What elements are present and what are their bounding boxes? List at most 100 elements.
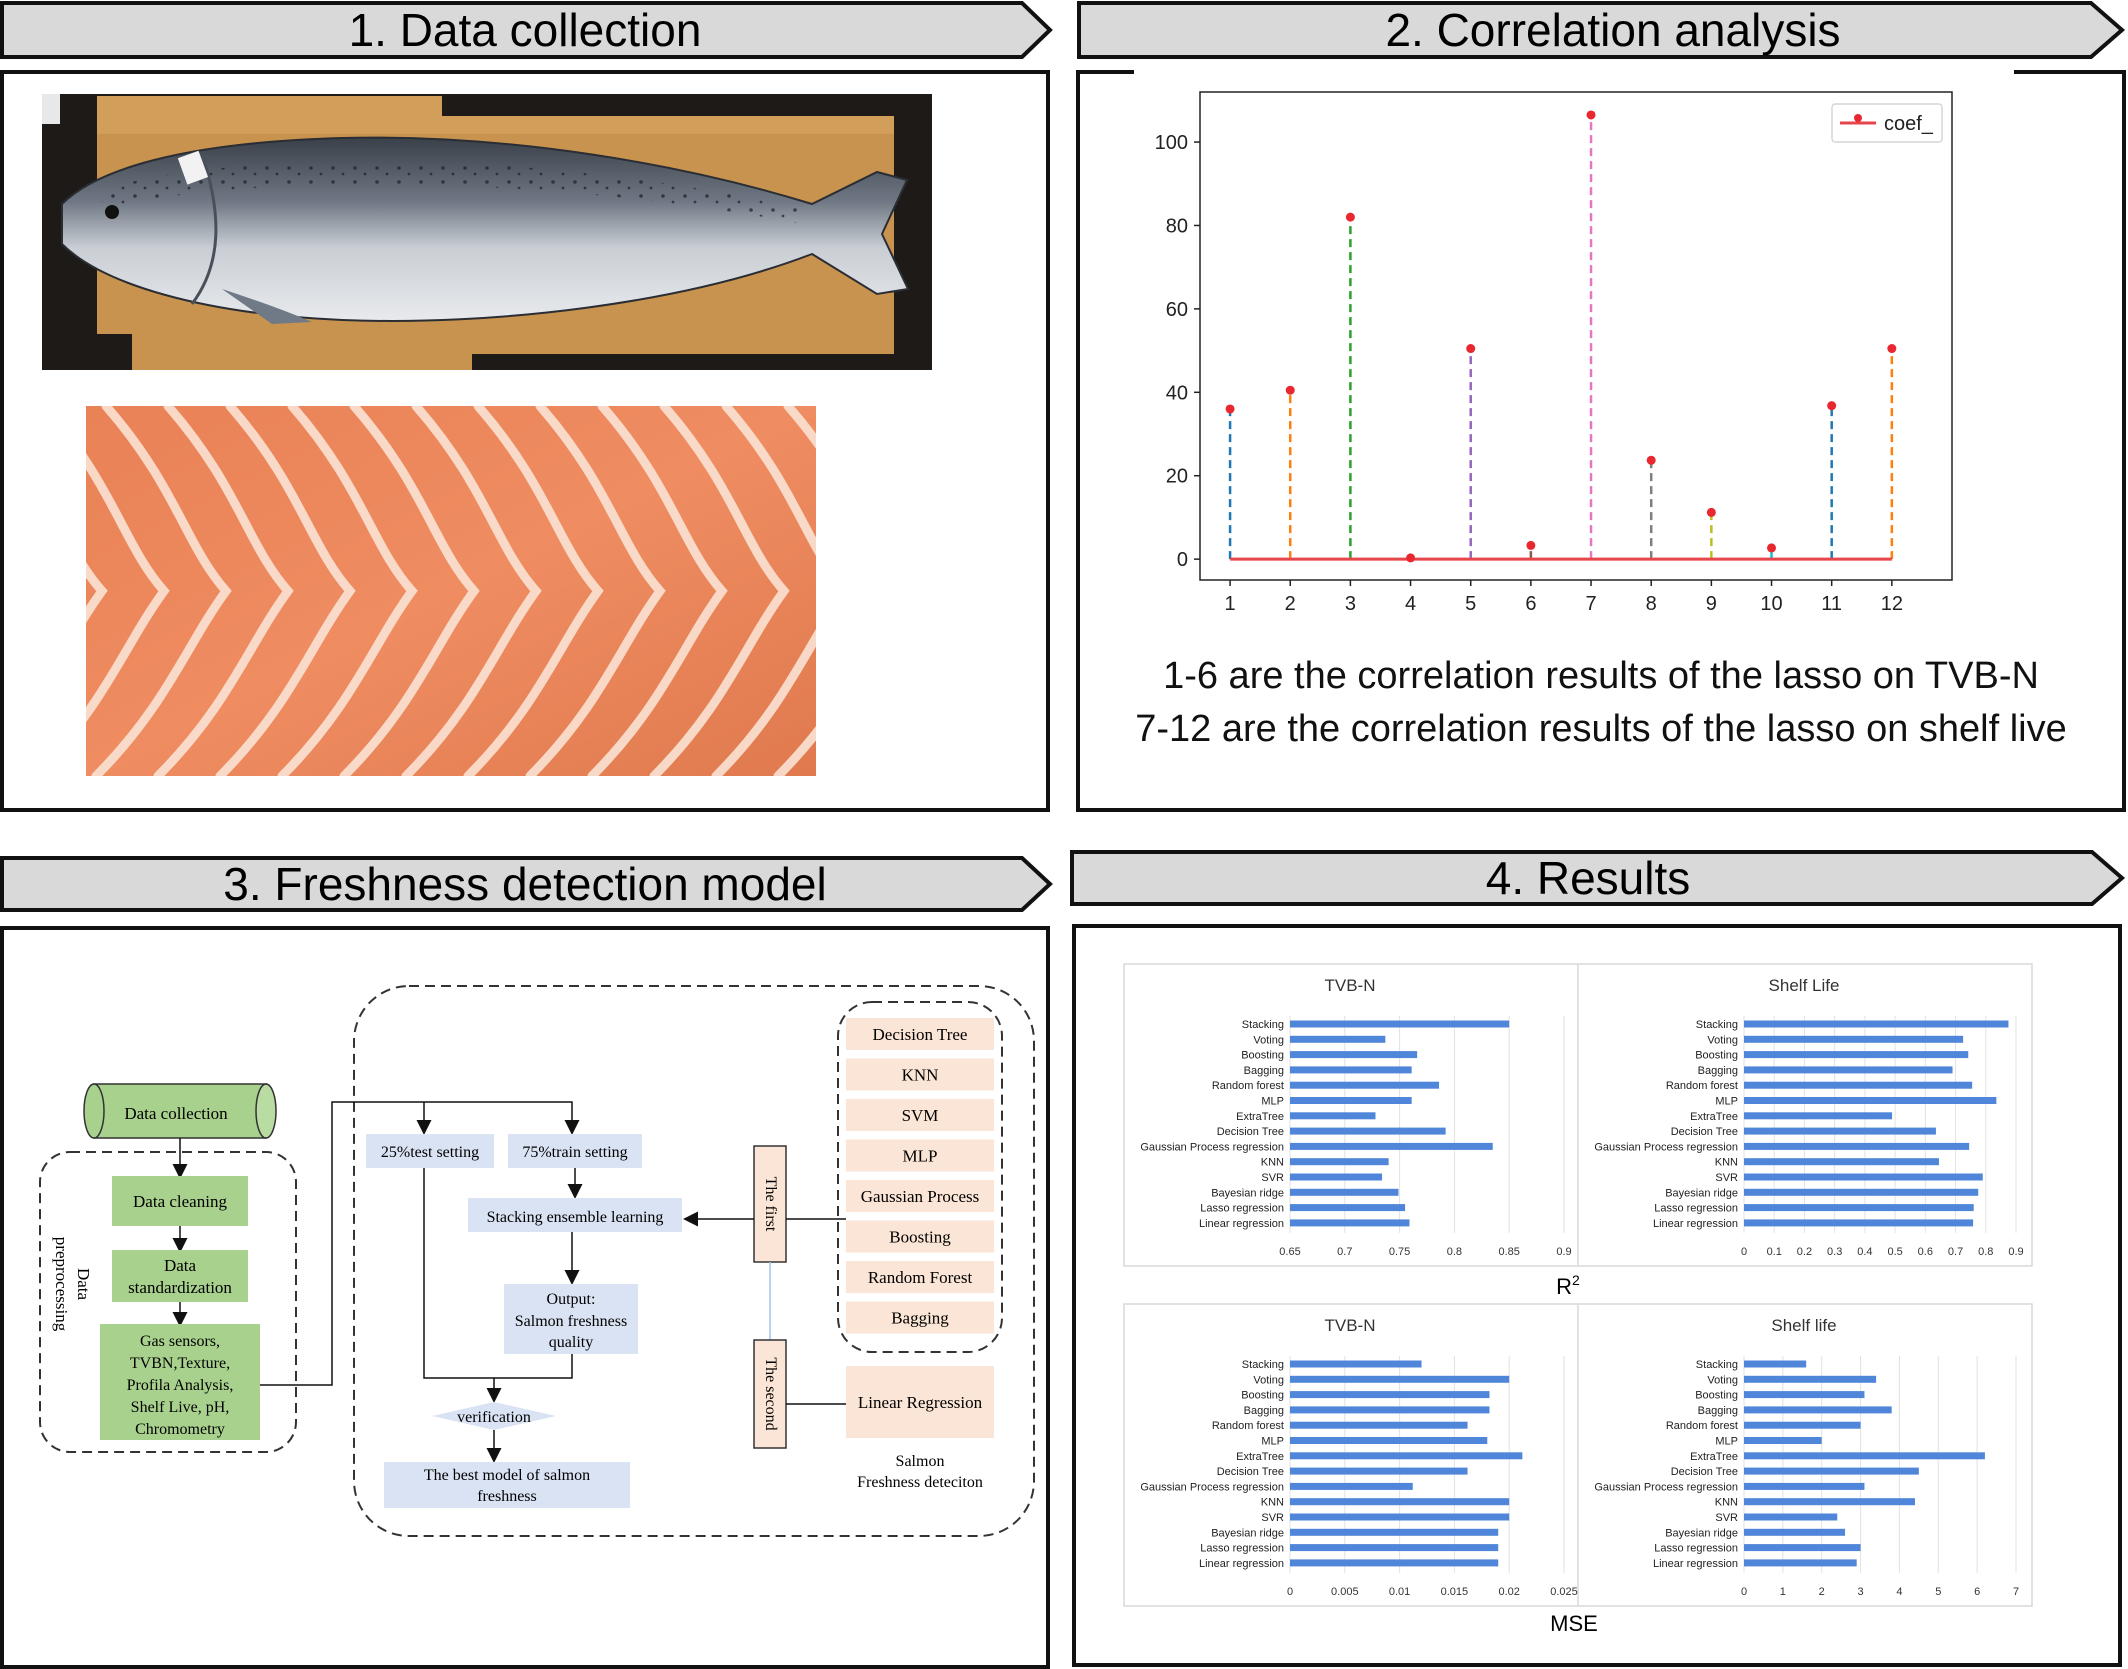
category-label: Decision Tree — [1671, 1126, 1738, 1138]
plot-frame — [1199, 91, 1953, 581]
legend-label: coef_ — [1884, 113, 1934, 135]
bar — [1290, 1066, 1412, 1074]
category-label: Voting — [1707, 1034, 1738, 1046]
category-label: KNN — [1715, 1497, 1738, 1509]
bar — [1290, 1051, 1418, 1059]
salmon-label: Salmon — [896, 1453, 945, 1470]
banner-data-collection: 1. Data collection — [0, 1, 1053, 59]
bar — [1744, 1173, 1983, 1181]
bar — [1290, 1081, 1440, 1089]
bar — [1744, 1559, 1857, 1567]
svg-text:Stacking ensemble learning: Stacking ensemble learning — [487, 1209, 664, 1226]
category-label: KNN — [1715, 1157, 1738, 1169]
x-tick-label: 0.4 — [1857, 1246, 1872, 1258]
x-tick-label: 1 — [1780, 1586, 1786, 1598]
bar — [1290, 1544, 1499, 1552]
y-tick-label: 40 — [1166, 382, 1188, 404]
x-tick-label: 4 — [1896, 1586, 1902, 1598]
x-tick-label: 0.75 — [1389, 1246, 1410, 1258]
freshness-detection-label: Freshness deteciton — [857, 1474, 983, 1491]
x-tick-label: 0.9 — [2008, 1246, 2023, 1258]
category-label: Voting — [1707, 1374, 1738, 1386]
banner-correlation-analysis: 2. Correlation analysis — [1077, 1, 2126, 59]
legend: coef_ — [1831, 103, 1943, 143]
x-tick-label: 0.025 — [1550, 1586, 1578, 1598]
flowchart: Data collection Data cleaning Data stand… — [39, 985, 1035, 1537]
bar — [1744, 1188, 1979, 1196]
category-label: Lasso regression — [1200, 1203, 1284, 1215]
x-tick-label: 9 — [1706, 593, 1717, 615]
category-label: Bayesian ridge — [1665, 1187, 1738, 1199]
category-label: KNN — [1261, 1497, 1284, 1509]
bar — [1744, 1391, 1865, 1399]
bar — [1290, 1173, 1383, 1181]
category-label: Random forest — [1666, 1080, 1738, 1092]
bar — [1744, 1482, 1865, 1490]
category-label: Boosting — [1241, 1050, 1284, 1062]
bar — [1290, 1360, 1422, 1368]
salmon-fillet-photo — [86, 406, 816, 776]
category-label: KNN — [1261, 1157, 1284, 1169]
svg-text:Chromometry: Chromometry — [135, 1421, 225, 1438]
bar — [1744, 1467, 1919, 1475]
svg-text:The second: The second — [762, 1357, 779, 1430]
y-tick-label: 0 — [1177, 549, 1188, 571]
bar — [1290, 1421, 1468, 1429]
svg-text:25%test setting: 25%test setting — [381, 1144, 479, 1161]
category-label: SVR — [1261, 1172, 1284, 1184]
category-label: Boosting — [1241, 1390, 1284, 1402]
base-model-label: KNN — [902, 1066, 939, 1085]
x-tick-label: 0.7 — [1948, 1246, 1963, 1258]
stem-marker — [1466, 344, 1476, 354]
base-model-random-forest: Random Forest — [846, 1261, 994, 1293]
x-tick-label: 0.5 — [1887, 1246, 1902, 1258]
bar — [1744, 1498, 1915, 1506]
test-setting-node: 25%test setting — [366, 1134, 494, 1168]
base-model-bagging: Bagging — [846, 1301, 994, 1334]
y-tick-label: 100 — [1155, 132, 1188, 154]
caption-line-1: 1-6 are the correlation results of the l… — [1163, 655, 2039, 697]
svg-text:quality: quality — [549, 1334, 593, 1351]
svg-text:Linear Regression: Linear Regression — [858, 1393, 983, 1412]
x-tick-label: 0.8 — [1447, 1246, 1462, 1258]
category-label: Stacking — [1696, 1359, 1738, 1371]
x-tick-label: 5 — [1935, 1586, 1941, 1598]
stem-marker — [1406, 553, 1416, 563]
category-label: ExtraTree — [1690, 1451, 1738, 1463]
svg-text:Output:: Output: — [547, 1291, 596, 1308]
x-tick-label: 0.02 — [1498, 1586, 1519, 1598]
bar — [1744, 1219, 1974, 1227]
bar — [1290, 1219, 1410, 1227]
base-model-gaussian-process: Gaussian Process — [846, 1180, 994, 1212]
category-label: Lasso regression — [1654, 1203, 1738, 1215]
category-label: ExtraTree — [1690, 1111, 1738, 1123]
bar — [1744, 1421, 1861, 1429]
base-model-label: SVM — [902, 1106, 939, 1125]
svg-text:preprocessing: preprocessing — [52, 1237, 71, 1332]
best-model-node: The best model of salmon freshness — [384, 1462, 630, 1508]
caption-line-2: 7-12 are the correlation results of the … — [1135, 708, 2067, 750]
x-tick-label: 6 — [1974, 1586, 1980, 1598]
base-model-label: Decision Tree — [873, 1025, 968, 1044]
category-label: Lasso regression — [1654, 1543, 1738, 1555]
bar — [1744, 1204, 1974, 1212]
data-collection-node: Data collection — [83, 1083, 277, 1139]
data-standardization-node: Data standardization — [112, 1250, 248, 1302]
category-label: Gaussian Process regression — [1594, 1481, 1738, 1493]
base-model-svm: SVM — [846, 1099, 994, 1131]
category-label: SVR — [1715, 1172, 1738, 1184]
category-label: SVR — [1261, 1512, 1284, 1524]
the-second-node: The second — [753, 1339, 787, 1449]
svg-text:Gas sensors,: Gas sensors, — [140, 1333, 220, 1350]
y-tick-label: 60 — [1166, 299, 1188, 321]
svg-text:Data: Data — [164, 1256, 197, 1275]
category-label: Boosting — [1695, 1050, 1738, 1062]
bar — [1744, 1035, 1964, 1043]
category-label: ExtraTree — [1236, 1451, 1284, 1463]
svg-text:Shelf Live, pH,: Shelf Live, pH, — [131, 1399, 230, 1416]
x-tick-label: 1 — [1225, 593, 1236, 615]
stem-marker — [1345, 212, 1355, 222]
bar — [1744, 1360, 1807, 1368]
